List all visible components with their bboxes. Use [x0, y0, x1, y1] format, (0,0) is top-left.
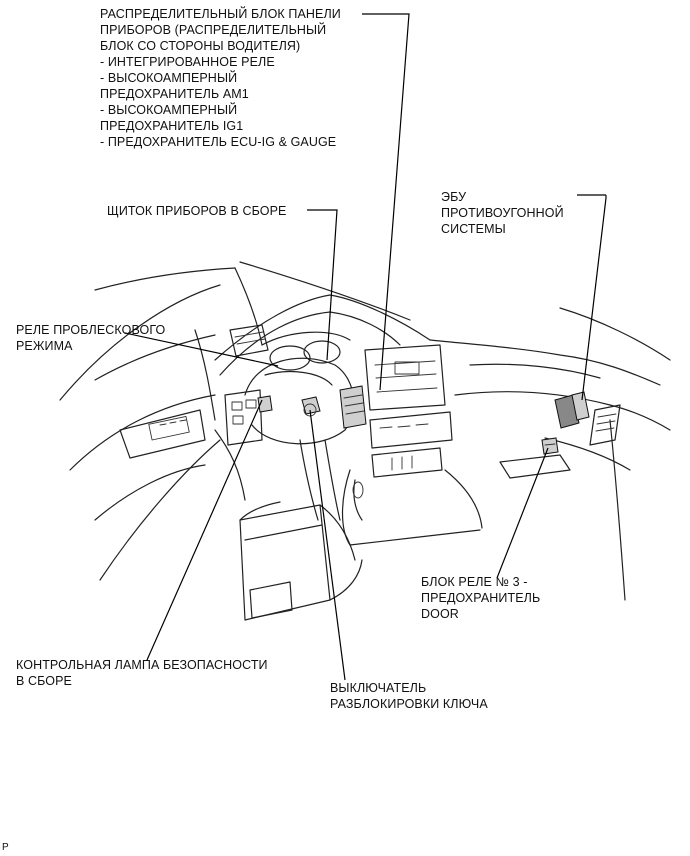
glovebox-parts: [541, 391, 590, 455]
label-immobiliser-ecu: ЭБУ ПРОТИВОУГОННОЙ СИСТЕМЫ: [441, 190, 564, 236]
label-relay-block: БЛОК РЕЛЕ № 3 - ПРЕДОХРАНИТЕЛЬ DOOR: [421, 575, 541, 621]
steering-and-cluster: [244, 331, 355, 521]
center-console: [339, 344, 483, 546]
label-unlock-switch: ВЫКЛЮЧАТЕЛЬ РАЗБЛОКИРОВКИ КЛЮЧА: [330, 681, 488, 711]
windshield-outline: [234, 261, 671, 361]
footer-code: P: [2, 842, 9, 853]
label-security-lamp: КОНТРОЛЬНАЯ ЛАМПА БЕЗОПАСНОСТИ В СБОРЕ: [16, 658, 268, 688]
leader-lines: [124, 13, 607, 681]
label-flasher-relay: РЕЛЕ ПРОБЛЕСКОВОГО РЕЖИМА: [16, 323, 166, 353]
dashboard-body: [214, 294, 671, 601]
driver-door: [59, 267, 236, 581]
label-junction-block: РАСПРЕДЕЛИТЕЛЬНЫЙ БЛОК ПАНЕЛИ ПРИБОРОВ (…: [100, 7, 341, 149]
floor-console: [239, 501, 363, 621]
label-combination-meter: ЩИТОК ПРИБОРОВ В СБОРЕ: [107, 204, 287, 218]
